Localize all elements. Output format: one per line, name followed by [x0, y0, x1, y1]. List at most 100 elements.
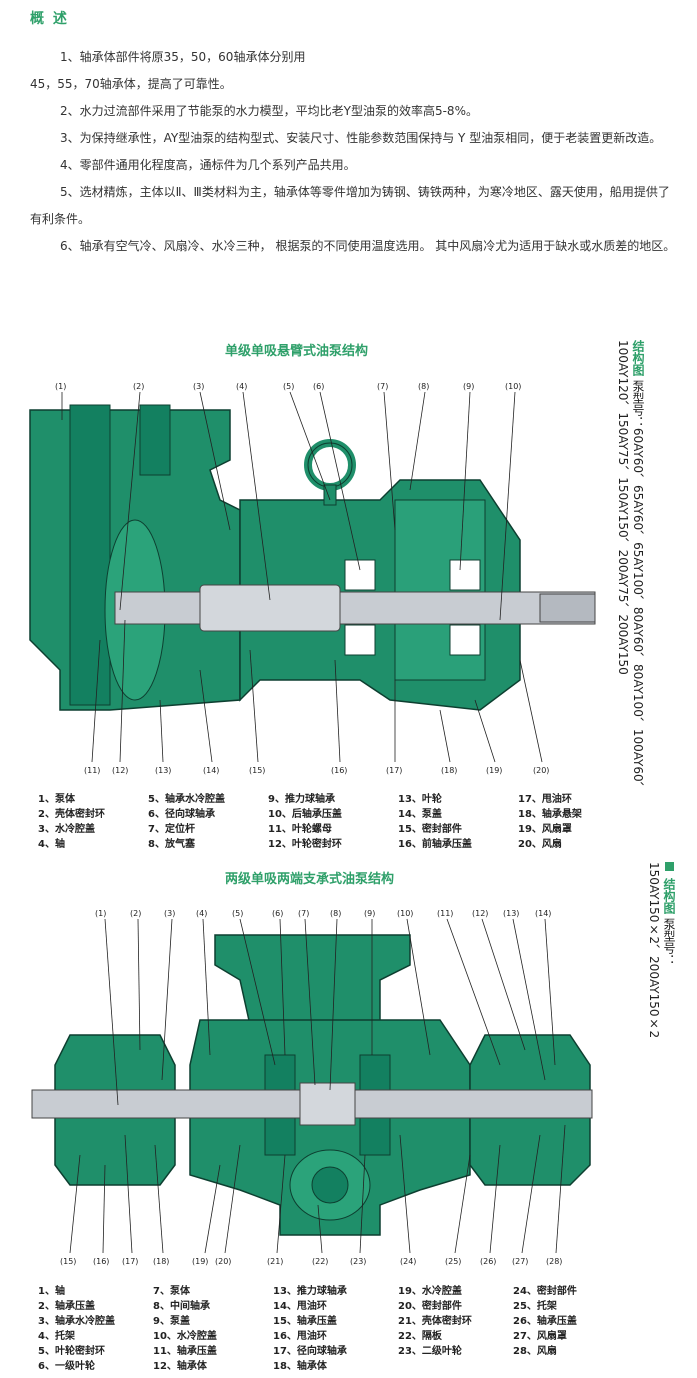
legend-item: 10、后轴承压盖: [268, 809, 342, 820]
legend-item: 19、风扇罩: [518, 824, 572, 835]
diagram1-side-text: 结构图 泵型号：60AY60、65AY60、65AY100、80AY60、80A…: [615, 340, 645, 810]
callout-label: (6): [313, 382, 324, 391]
callout-label: (1): [55, 382, 66, 391]
legend-item: 8、中间轴承: [153, 1301, 210, 1312]
callout-label: (16): [93, 1257, 109, 1266]
legend-item: 7、定位杆: [148, 824, 195, 835]
legend-item: 27、风扇罩: [513, 1331, 567, 1342]
callout-label: (2): [133, 382, 144, 391]
diagram2-legend: 1、轴 7、泵体 13、推力球轴承 19、水冷腔盖 24、密封部件 2、轴承压盖…: [38, 1282, 608, 1372]
legend-item: 2、壳体密封环: [38, 809, 105, 820]
legend-item: 19、水冷腔盖: [398, 1286, 462, 1297]
legend-item: 9、泵盖: [153, 1316, 190, 1327]
callout-label: (19): [192, 1257, 208, 1266]
callout-label: (16): [331, 766, 347, 775]
legend-item: 13、叶轮: [398, 794, 442, 805]
legend-item: 14、甩油环: [273, 1301, 327, 1312]
legend-item: 14、泵盖: [398, 809, 442, 820]
callout-label: (9): [364, 909, 375, 918]
callout-label: (23): [350, 1257, 366, 1266]
callout-label: (3): [164, 909, 175, 918]
side-models: 60AY60、65AY60、65AY100、80AY60、80AY100、100…: [616, 340, 645, 794]
callout-label: (22): [312, 1257, 328, 1266]
callout-label: (11): [437, 909, 453, 918]
legend-item: 3、水冷腔盖: [38, 824, 95, 835]
paragraph: 6、轴承有空气冷、风扇冷、水冷三种， 根据泵的不同使用温度选用。 其中风扇冷尤为…: [60, 239, 676, 253]
side-label: 结构图: [662, 878, 676, 915]
callout-label: (18): [441, 766, 457, 775]
legend-item: 16、甩油环: [273, 1331, 327, 1342]
callout-label: (14): [203, 766, 219, 775]
legend-item: 15、轴承压盖: [273, 1316, 337, 1327]
legend-item: 12、轴承体: [153, 1361, 207, 1372]
legend-item: 20、风扇: [518, 839, 562, 850]
legend-item: 10、水冷腔盖: [153, 1331, 217, 1342]
callout-label: (14): [535, 909, 551, 918]
callout-label: (25): [445, 1257, 461, 1266]
callout-label: (17): [122, 1257, 138, 1266]
diagram1-legend: 1、泵体 5、轴承水冷腔盖 9、推力球轴承 13、叶轮 17、甩油环 2、壳体密…: [38, 790, 598, 850]
callout-label: (6): [272, 909, 283, 918]
callout-label: (26): [480, 1257, 496, 1266]
callout-label: (15): [60, 1257, 76, 1266]
callout-label: (10): [397, 909, 413, 918]
paragraph: 45，55，70轴承体，提高了可靠性。: [30, 77, 232, 91]
paragraph: 2、水力过流部件采用了节能泵的水力模型，平均比老Y型油泵的效率高5-8%。: [60, 104, 478, 118]
legend-item: 4、轴: [38, 839, 65, 850]
callout-label: (7): [377, 382, 388, 391]
callout-label: (24): [400, 1257, 416, 1266]
legend-item: 16、前轴承压盖: [398, 839, 472, 850]
callout-label: (4): [236, 382, 247, 391]
callout-label: (20): [533, 766, 549, 775]
callout-label: (12): [472, 909, 488, 918]
legend-item: 18、轴承体: [273, 1361, 327, 1372]
legend-item: 13、推力球轴承: [273, 1286, 347, 1297]
paragraph: 4、零部件通用化程度高，通标件为几个系列产品共用。: [60, 158, 356, 172]
callout-label: (20): [215, 1257, 231, 1266]
legend-item: 21、壳体密封环: [398, 1316, 472, 1327]
callout-label: (7): [298, 909, 309, 918]
callout-label: (9): [463, 382, 474, 391]
callout-label: (1): [95, 909, 106, 918]
legend-item: 18、轴承悬架: [518, 809, 582, 820]
legend-item: 4、托架: [38, 1331, 75, 1342]
overview-text: 1、轴承体部件将原35，50，60轴承体分别用 45，55，70轴承体，提高了可…: [30, 44, 680, 260]
side-label: 结构图: [631, 340, 645, 376]
legend-item: 6、径向球轴承: [148, 809, 215, 820]
callout-label: (4): [196, 909, 207, 918]
legend-item: 5、叶轮密封环: [38, 1346, 105, 1357]
legend-item: 8、放气塞: [148, 839, 195, 850]
legend-item: 7、泵体: [153, 1286, 190, 1297]
legend-item: 1、泵体: [38, 794, 75, 805]
legend-item: 24、密封部件: [513, 1286, 577, 1297]
callout-label: (19): [486, 766, 502, 775]
callout-label: (2): [130, 909, 141, 918]
legend-item: 15、密封部件: [398, 824, 462, 835]
callout-label: (13): [155, 766, 171, 775]
callout-label: (11): [84, 766, 100, 775]
legend-item: 17、甩油环: [518, 794, 572, 805]
callout-label: (8): [330, 909, 341, 918]
legend-item: 17、径向球轴承: [273, 1346, 347, 1357]
legend-item: 22、隔板: [398, 1331, 442, 1342]
diagram1-title: 单级单吸悬臂式油泵结构: [225, 344, 369, 359]
callout-label: (8): [418, 382, 429, 391]
callout-label: (5): [232, 909, 243, 918]
diagram2-side-text: 结构图 泵型号：150AY150×2、200AY150×2: [646, 862, 676, 1042]
callout-label: (13): [503, 909, 519, 918]
legend-item: 9、推力球轴承: [268, 794, 335, 805]
legend-item: 5、轴承水冷腔盖: [148, 794, 225, 805]
overview-heading: 概 述: [30, 11, 69, 27]
callout-label: (21): [267, 1257, 283, 1266]
square-bullet-icon: [664, 862, 674, 871]
callout-label: (27): [512, 1257, 528, 1266]
paragraph: 5、选材精炼，主体以Ⅱ、Ⅲ类材料为主，轴承体等零件增加为铸钢、铸铁两种，为寒冷地…: [30, 185, 670, 226]
legend-item: 6、一级叶轮: [38, 1361, 95, 1372]
diagram2-pump-drawing: (1) (2) (3) (4) (5) (6) (7) (8) (9) (10)…: [31, 909, 593, 1266]
legend-item: 20、密封部件: [398, 1301, 462, 1312]
callout-label: (10): [505, 382, 521, 391]
legend-item: 23、二级叶轮: [398, 1346, 462, 1357]
legend-item: 25、托架: [513, 1301, 557, 1312]
callout-label: (12): [112, 766, 128, 775]
legend-item: 28、风扇: [513, 1346, 557, 1357]
